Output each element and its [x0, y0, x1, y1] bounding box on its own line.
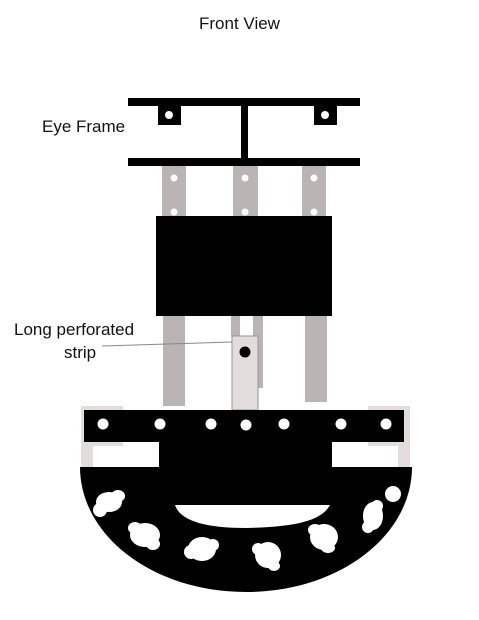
bar-hole-6 [335, 418, 347, 430]
upper-strips [162, 166, 326, 218]
upper-block [156, 216, 332, 316]
eye-frame [128, 98, 360, 166]
small-strip-left [231, 316, 240, 336]
diagram-title: Front View [199, 14, 280, 33]
upper-strip-left-hole-2 [170, 208, 178, 216]
eye-frame-center-post [241, 104, 248, 160]
long-perforated-strip-hole [239, 346, 251, 358]
eye-frame-bottom-bar [128, 158, 360, 166]
upper-strip-center-hole-2 [241, 208, 249, 216]
bar-hole-5 [278, 418, 290, 430]
long-perforated-strip [231, 335, 259, 411]
strip-label-line-2: strip [64, 343, 97, 362]
spot-3 [184, 537, 219, 561]
upper-strip-right-hole-1 [310, 174, 318, 182]
bracket-left-leg [81, 440, 93, 470]
lower-strip-left [163, 316, 185, 406]
spot-6 [362, 500, 383, 533]
bar-hole-7 [380, 418, 392, 430]
spot-7 [385, 486, 401, 502]
bar-hole-3 [205, 418, 217, 430]
bracket-right-leg [398, 440, 410, 470]
lower-block [159, 442, 332, 504]
eye-frame-left-hole [165, 111, 173, 119]
bar-hole-4 [240, 419, 252, 431]
strip-label-line-1: Long perforated [14, 320, 135, 339]
bar-hole-1 [97, 418, 109, 430]
upper-strip-right-hole-2 [310, 208, 318, 216]
bar-hole-2 [154, 418, 166, 430]
base-spots [93, 486, 401, 571]
spot-5 [308, 524, 338, 553]
lower-strip-right [305, 316, 327, 402]
eye-frame-top-bar [128, 98, 360, 106]
base-inner-cutout [175, 505, 330, 528]
eye-frame-label: Eye Frame [42, 117, 126, 136]
strip-leader-line [101, 341, 233, 347]
perforated-bar [84, 410, 404, 442]
spot-2 [128, 522, 160, 550]
spot-1 [93, 490, 125, 517]
upper-strip-left-hole-1 [170, 174, 178, 182]
eye-frame-right-hole [321, 111, 329, 119]
upper-strip-center-hole-1 [241, 174, 249, 182]
spot-4 [252, 542, 281, 571]
